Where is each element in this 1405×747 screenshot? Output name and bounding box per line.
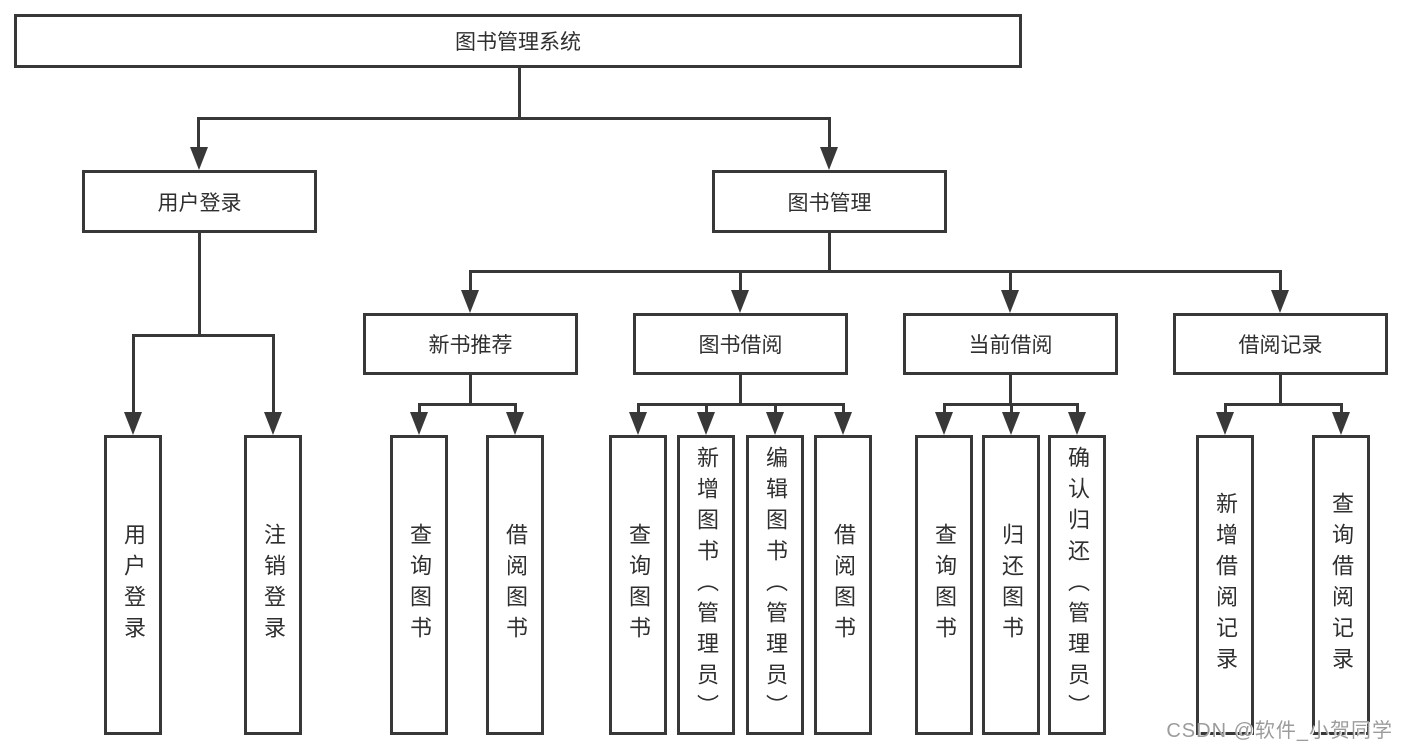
connector-line — [1010, 403, 1013, 413]
connector-line — [1340, 403, 1343, 413]
connector-line — [469, 375, 472, 405]
node-borrowing-records-label: 借阅记录 — [1238, 334, 1323, 357]
arrowhead-down-icon — [410, 412, 428, 435]
connector-line — [418, 403, 421, 413]
connector-line — [1224, 403, 1227, 413]
connector-line — [637, 403, 845, 406]
connector-line — [469, 270, 1281, 273]
arrowhead-down-icon — [461, 290, 479, 313]
leaf-borrowing-borrow-books-label: 借阅图书 — [831, 523, 856, 647]
connector-line — [198, 233, 201, 336]
connector-line — [469, 270, 472, 292]
connector-line — [842, 403, 845, 413]
arrowhead-down-icon — [697, 412, 715, 435]
connector-line — [828, 233, 831, 271]
node-book-management-label: 图书管理 — [787, 191, 872, 215]
leaf-add-book-admin: 新增图书（管理员） — [677, 435, 735, 735]
arrowhead-down-icon — [1332, 412, 1350, 435]
arrowhead-down-icon — [820, 147, 838, 170]
arrowhead-down-icon — [1001, 290, 1019, 313]
leaf-user-login-label: 用户登录 — [121, 523, 146, 647]
leaf-query-borrow-record: 查询借阅记录 — [1312, 435, 1370, 735]
node-current-borrowing: 当前借阅 — [903, 313, 1118, 375]
connector-line — [1009, 375, 1012, 405]
connector-line — [132, 334, 135, 414]
connector-line — [943, 403, 946, 413]
connector-line — [518, 68, 521, 118]
connector-line — [1009, 270, 1012, 292]
connector-line — [828, 117, 831, 150]
arrowhead-down-icon — [935, 412, 953, 435]
connector-line — [514, 403, 517, 413]
arrowhead-down-icon — [506, 412, 524, 435]
leaf-confirm-return-admin: 确认归还（管理员） — [1048, 435, 1106, 735]
arrowhead-down-icon — [1216, 412, 1234, 435]
node-book-management: 图书管理 — [712, 170, 947, 233]
arrowhead-down-icon — [834, 412, 852, 435]
leaf-query-borrow-record-label: 查询借阅记录 — [1329, 492, 1354, 678]
node-new-book-recommend-label: 新书推荐 — [428, 334, 513, 357]
leaf-add-borrow-record: 新增借阅记录 — [1196, 435, 1254, 735]
connector-line — [637, 403, 640, 413]
node-current-borrowing-label: 当前借阅 — [968, 334, 1053, 357]
connector-line — [1224, 403, 1342, 406]
arrowhead-down-icon — [1002, 412, 1020, 435]
leaf-borrowing-borrow-books: 借阅图书 — [814, 435, 872, 735]
arrowhead-down-icon — [1271, 290, 1289, 313]
connector-line — [705, 403, 708, 413]
connector-line — [272, 334, 275, 414]
connector-line — [1076, 403, 1079, 413]
arrowhead-down-icon — [264, 412, 282, 435]
connector-line — [418, 403, 517, 406]
connector-line — [774, 403, 777, 413]
connector-line — [1279, 270, 1282, 292]
leaf-add-borrow-record-label: 新增借阅记录 — [1213, 492, 1238, 678]
leaf-borrowing-query-books: 查询图书 — [609, 435, 667, 735]
arrowhead-down-icon — [731, 290, 749, 313]
arrowhead-down-icon — [190, 147, 208, 170]
leaf-logout-label: 注销登录 — [261, 523, 286, 647]
leaf-newbooks-borrow-books: 借阅图书 — [486, 435, 544, 735]
node-new-book-recommend: 新书推荐 — [363, 313, 578, 375]
leaf-confirm-return-admin-label: 确认归还（管理员） — [1065, 445, 1090, 725]
arrowhead-down-icon — [629, 412, 647, 435]
arrowhead-down-icon — [124, 412, 142, 435]
arrowhead-down-icon — [766, 412, 784, 435]
connector-line — [739, 270, 742, 292]
leaf-newbooks-query-books-label: 查询图书 — [407, 523, 432, 647]
leaf-edit-book-admin: 编辑图书（管理员） — [746, 435, 804, 735]
connector-line — [739, 375, 742, 405]
node-user-login-label: 用户登录 — [157, 191, 242, 215]
node-library-system: 图书管理系统 — [14, 14, 1022, 68]
leaf-current-query-books: 查询图书 — [915, 435, 973, 735]
arrowhead-down-icon — [1068, 412, 1086, 435]
csdn-watermark: CSDN @软件_小贺同学 — [1166, 720, 1393, 742]
connector-line — [197, 117, 831, 120]
leaf-newbooks-borrow-books-label: 借阅图书 — [503, 523, 528, 647]
connector-line — [132, 334, 275, 337]
leaf-edit-book-admin-label: 编辑图书（管理员） — [763, 445, 788, 725]
node-borrowing-records: 借阅记录 — [1173, 313, 1388, 375]
leaf-logout: 注销登录 — [244, 435, 302, 735]
leaf-return-books: 归还图书 — [982, 435, 1040, 735]
leaf-user-login: 用户登录 — [104, 435, 162, 735]
leaf-current-query-books-label: 查询图书 — [932, 523, 957, 647]
node-user-login: 用户登录 — [82, 170, 317, 233]
connector-line — [197, 117, 200, 150]
leaf-add-book-admin-label: 新增图书（管理员） — [694, 445, 719, 725]
leaf-return-books-label: 归还图书 — [999, 523, 1024, 647]
node-book-borrowing-label: 图书借阅 — [698, 334, 783, 357]
node-library-system-label: 图书管理系统 — [455, 31, 581, 54]
node-book-borrowing: 图书借阅 — [633, 313, 848, 375]
leaf-borrowing-query-books-label: 查询图书 — [626, 523, 651, 647]
connector-line — [1279, 375, 1282, 405]
leaf-newbooks-query-books: 查询图书 — [390, 435, 448, 735]
